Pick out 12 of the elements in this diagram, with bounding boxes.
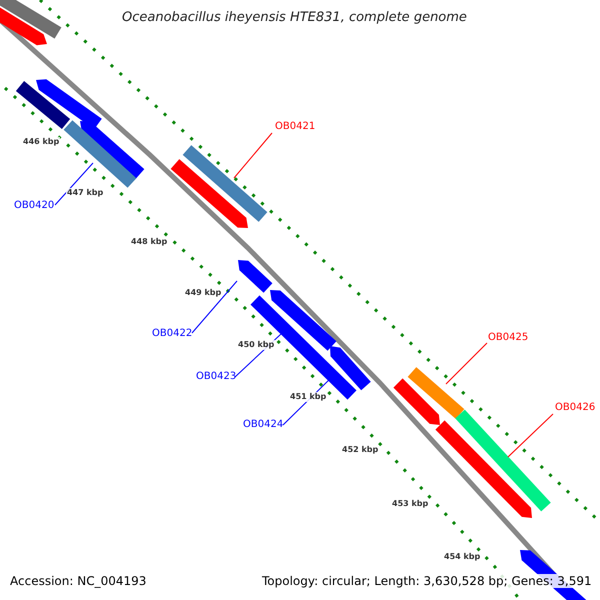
scale-label: 454 kbp [443,552,482,562]
scale-label: 451 kbp [289,392,328,402]
scale-label: 446 kbp [22,137,60,147]
scale-label: 448 kbp [130,237,168,247]
scale-label: 450 kbp [237,340,276,350]
diagram-title: Oceanobacillus iheyensis HTE831, complete genome [122,11,467,24]
scale-label: 452 kbp [341,445,380,455]
footer-text: Accession: NC_004193 [9,574,148,588]
scale-label: 453 kbp [391,499,430,509]
scale-label: 449 kbp [184,288,222,298]
scale-label: 447 kbp [66,188,104,198]
footer-text: Topology: circular; Length: 3,630,528 bp; Genes: 3,591 [261,574,593,588]
